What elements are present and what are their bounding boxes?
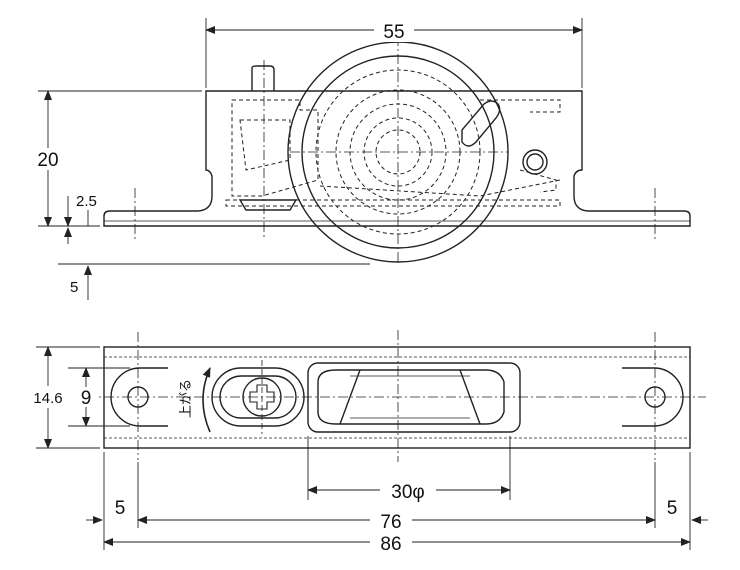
top-view — [86, 330, 706, 462]
dim-wheel-diameter: 30φ — [391, 482, 424, 503]
adjust-direction-label: 上がる — [179, 379, 194, 418]
front-dimensions — [38, 18, 583, 300]
pin-hole — [522, 149, 548, 175]
dim-height: 20 — [37, 150, 58, 171]
adjuster-screw — [251, 65, 275, 91]
dim-hole-spacing: 76 — [380, 512, 401, 533]
wheel-window — [307, 362, 521, 433]
body-outline — [103, 346, 691, 449]
cross-recess — [249, 384, 275, 410]
dim-edge-left: 5 — [115, 498, 126, 519]
housing-outline — [103, 90, 691, 227]
dim-slot-height: 9 — [81, 388, 92, 409]
adjust-arrow — [202, 367, 211, 433]
dim-top-width: 55 — [383, 22, 404, 43]
dim-offset-small: 2.5 — [76, 193, 97, 210]
latch — [461, 100, 501, 147]
dim-edge-right: 5 — [667, 498, 678, 519]
front-view — [103, 36, 691, 263]
dim-body-height: 14.6 — [33, 390, 62, 407]
dim-overall-length: 86 — [380, 534, 401, 555]
dim-offset: 5 — [70, 279, 78, 296]
